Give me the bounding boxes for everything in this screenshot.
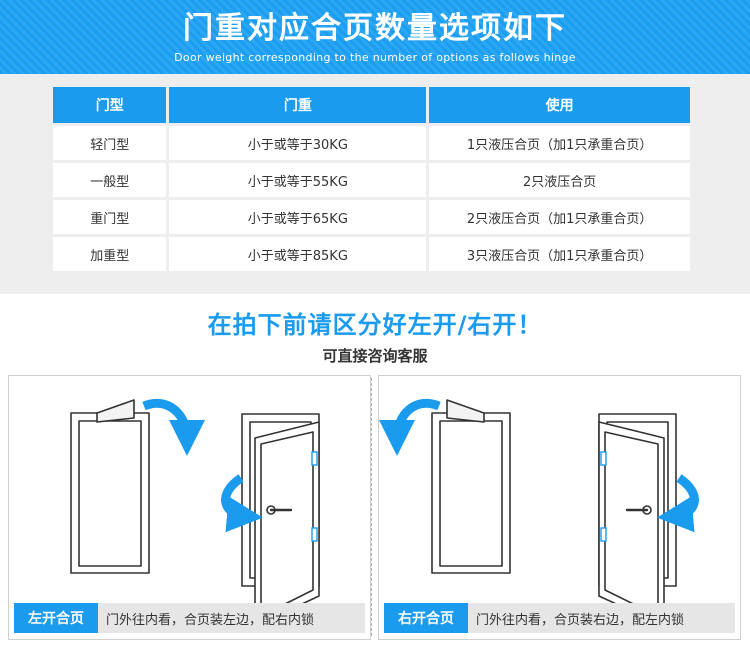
- table-row: 一般型 小于或等于55KG 2只液压合页: [53, 163, 690, 197]
- open-direction-notice: 在拍下前请区分好左开/右开！: [207, 311, 543, 339]
- header-door-weight: 门重: [169, 87, 427, 123]
- cell-door-type: 一般型: [53, 163, 167, 197]
- cell-door-weight: 小于或等于85KG: [169, 237, 427, 271]
- consult-service-text: 可直接咨询客服: [322, 347, 428, 365]
- right-hinge-panel: 右开合页 门外往内看，合页装右边，配左内锁: [378, 375, 741, 640]
- door-icon: [241, 413, 320, 627]
- cell-usage: 2只液压合页（加1只承重合页）: [429, 200, 690, 234]
- hinge-icon: [600, 451, 607, 466]
- hinge-icon: [600, 527, 607, 542]
- right-hinge-description: 门外往内看，合页装右边，配左内锁: [468, 603, 735, 633]
- header-door-type: 门型: [53, 87, 167, 123]
- left-hinge-tag: 左开合页: [14, 603, 98, 633]
- right-hinge-caption: 右开合页 门外往内看，合页装右边，配左内锁: [384, 603, 735, 633]
- cell-door-type: 重门型: [53, 200, 167, 234]
- left-hinge-caption: 左开合页 门外往内看，合页装左边，配右内锁: [14, 603, 365, 633]
- right-hinge-tag: 右开合页: [384, 603, 468, 633]
- spec-table-section: 门型 门重 使用 轻门型 小于或等于30KG 1只液压合页（加1只承重合页） 一…: [0, 74, 750, 294]
- curved-arrow-icon: [379, 398, 441, 456]
- table-row: 轻门型 小于或等于30KG 1只液压合页（加1只承重合页）: [53, 126, 690, 160]
- left-hinge-panel: 左开合页 门外往内看，合页装左边，配右内锁: [8, 375, 371, 640]
- curved-arrow-icon: [142, 398, 205, 456]
- cell-door-type: 加重型: [53, 237, 167, 271]
- hinge-icon: [311, 527, 318, 542]
- curved-arrow-icon: [657, 474, 699, 533]
- table-row: 加重型 小于或等于85KG 3只液压合页（加1只承重合页）: [53, 237, 690, 271]
- left-hinge-illustration: [70, 398, 320, 627]
- door-handle-icon: [625, 505, 652, 515]
- header-usage: 使用: [429, 87, 690, 123]
- curved-arrow-icon: [221, 474, 263, 533]
- banner-title: 门重对应合页数量选项如下: [183, 11, 567, 46]
- hinge-spec-table: 门型 门重 使用 轻门型 小于或等于30KG 1只液压合页（加1只承重合页） 一…: [50, 84, 693, 274]
- header-banner: 门重对应合页数量选项如下 Door weight corresponding t…: [0, 0, 750, 74]
- door-icon: [598, 413, 677, 627]
- door-handle-icon: [266, 505, 293, 515]
- cell-usage: 1只液压合页（加1只承重合页）: [429, 126, 690, 160]
- cell-usage: 2只液压合页: [429, 163, 690, 197]
- left-hinge-description: 门外往内看，合页装左边，配右内锁: [98, 603, 365, 633]
- cell-door-type: 轻门型: [53, 126, 167, 160]
- hinge-icon: [311, 451, 318, 466]
- cell-door-weight: 小于或等于55KG: [169, 163, 427, 197]
- cell-door-weight: 小于或等于30KG: [169, 126, 427, 160]
- right-hinge-illustration: [379, 398, 699, 627]
- cell-usage: 3只液压合页（加1只承重合页）: [429, 237, 690, 271]
- door-icon: [431, 399, 511, 574]
- door-icon: [70, 399, 150, 574]
- table-header-row: 门型 门重 使用: [53, 87, 690, 123]
- panel-divider: [371, 378, 372, 636]
- cell-door-weight: 小于或等于65KG: [169, 200, 427, 234]
- banner-subtitle: Door weight corresponding to the number …: [174, 51, 576, 64]
- table-row: 重门型 小于或等于65KG 2只液压合页（加1只承重合页）: [53, 200, 690, 234]
